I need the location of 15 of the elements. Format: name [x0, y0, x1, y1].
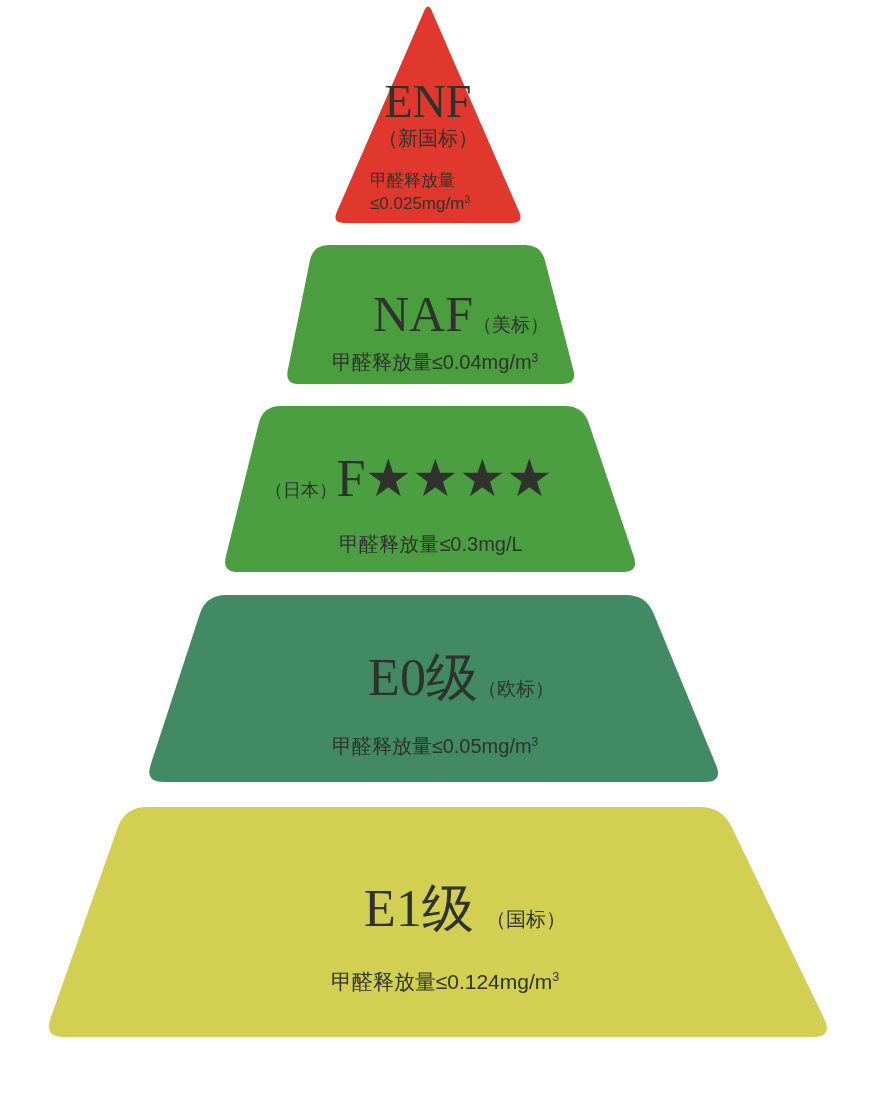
standard-label: （美标） — [473, 313, 549, 337]
grade-title: E1级 — [364, 883, 474, 935]
grade-title: NAF — [373, 289, 473, 339]
emission-limit: 甲醛释放量≤0.05mg/m$^{3}$ — [331, 733, 539, 759]
emission-limit: 甲醛释放量≤0.124mg/m$^{3}$ — [330, 969, 560, 995]
grade-title: ENF — [384, 79, 472, 125]
standard-label: （新国标） — [378, 126, 478, 151]
emission-limit: 甲醛释放量≤0.3mg/L — [339, 532, 523, 557]
standard-label: （日本） — [264, 479, 337, 502]
grade-title: E0级 — [368, 652, 478, 704]
emission-limit: 甲醛释放量≤0.025mg/m$^{3}$ — [370, 170, 472, 215]
grade-title: F★★★★ — [336, 453, 554, 505]
standard-label: （欧标） — [477, 677, 554, 701]
standard-label: （国标） — [485, 907, 566, 932]
emission-limit: 甲醛释放量≤0.04mg/m$^{3}$ — [331, 349, 539, 375]
